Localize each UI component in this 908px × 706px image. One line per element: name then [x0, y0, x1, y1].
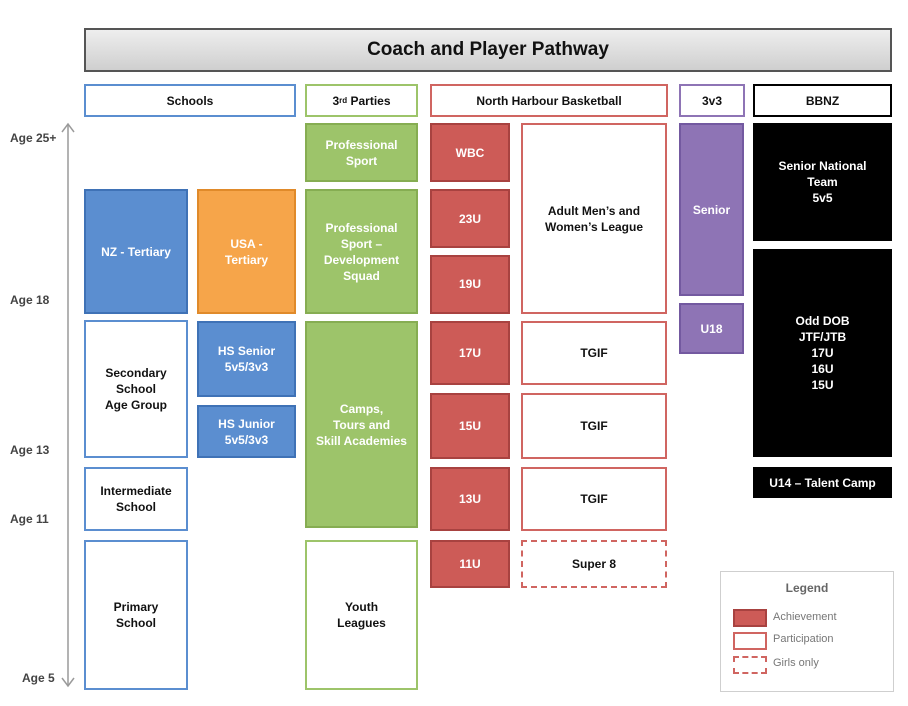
box-professional-sport: Professional Sport	[305, 123, 418, 182]
header-3v3: 3v3	[679, 84, 745, 117]
box-u14-talent-camp: U14 – Talent Camp	[753, 467, 892, 498]
box-hs-senior: HS Senior 5v5/3v3	[197, 321, 296, 397]
age-label-11: Age 11	[10, 512, 49, 526]
box-23u: 23U	[430, 189, 510, 248]
box-tgif-13: TGIF	[521, 467, 667, 531]
age-label-13: Age 13	[10, 443, 50, 457]
box-hs-junior: HS Junior 5v5/3v3	[197, 405, 296, 458]
box-camps-tours: Camps, Tours and Skill Academies	[305, 321, 418, 528]
header-third-parties-label: Parties	[347, 93, 391, 108]
box-3v3-u18: U18	[679, 303, 744, 354]
age-label-18: Age 18	[10, 293, 50, 307]
box-usa-tertiary: USA - Tertiary	[197, 189, 296, 314]
header-bbnz: BBNZ	[753, 84, 892, 117]
legend-title: Legend	[785, 581, 829, 595]
age-axis-arrow	[61, 122, 75, 688]
box-primary-school: Primary School	[84, 540, 188, 690]
box-3v3-senior: Senior	[679, 123, 744, 296]
legend-label-girls-only: Girls only	[773, 657, 819, 669]
box-adult-league: Adult Men’s and Women’s League	[521, 123, 667, 314]
box-nz-tertiary: NZ - Tertiary	[84, 189, 188, 314]
box-intermediate-school: Intermediate School	[84, 467, 188, 531]
box-tgif-15: TGIF	[521, 393, 667, 459]
legend-swatch-girls-only	[733, 656, 767, 674]
legend-swatch-participation	[733, 632, 767, 650]
box-youth-leagues: Youth Leagues	[305, 540, 418, 690]
box-tgif-17: TGIF	[521, 321, 667, 385]
box-15u: 15U	[430, 393, 510, 459]
legend-label-participation: Participation	[773, 633, 834, 645]
header-north-harbour: North Harbour Basketball	[430, 84, 668, 117]
box-11u: 11U	[430, 540, 510, 588]
box-professional-development: Professional Sport – Development Squad	[305, 189, 418, 314]
box-wbc: WBC	[430, 123, 510, 182]
header-schools: Schools	[84, 84, 296, 117]
legend: Legend Achievement Participation Girls o…	[720, 571, 894, 692]
box-19u: 19U	[430, 255, 510, 314]
header-third-parties-num: 3	[332, 93, 340, 108]
legend-label-achievement: Achievement	[773, 611, 837, 623]
diagram-title: Coach and Player Pathway	[84, 28, 892, 72]
box-super-8: Super 8	[521, 540, 667, 588]
legend-swatch-achievement	[733, 609, 767, 627]
age-label-5: Age 5	[22, 671, 55, 685]
box-13u: 13U	[430, 467, 510, 531]
box-secondary-school: Secondary School Age Group	[84, 320, 188, 458]
age-label-25: Age 25+	[10, 131, 57, 145]
box-senior-national-team: Senior National Team 5v5	[753, 123, 892, 241]
box-17u: 17U	[430, 321, 510, 385]
box-odd-dob: Odd DOB JTF/JTB 17U 16U 15U	[753, 249, 892, 457]
